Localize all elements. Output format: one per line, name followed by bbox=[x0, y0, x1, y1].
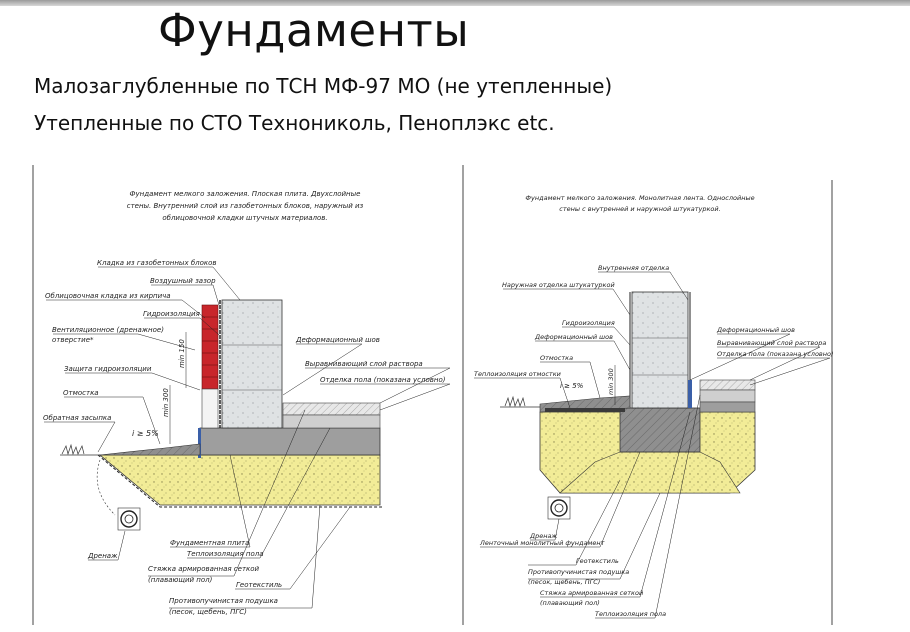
rlbl-waterproof: Гидроизоляция bbox=[562, 319, 615, 327]
right-caption-line1: Фундамент мелкого заложения. Монолитная … bbox=[525, 194, 754, 202]
lbl-cushion-1: Противопучинистая подушка bbox=[169, 597, 278, 605]
left-grass-icon bbox=[61, 443, 85, 456]
rlbl-deformation-joint: Деформационный шов bbox=[534, 333, 613, 341]
right-blind-insulation bbox=[545, 408, 625, 412]
right-floor-slab bbox=[699, 401, 756, 413]
left-caption-line3: облицовочной кладки штучных материалов. bbox=[162, 214, 327, 222]
right-drainage-pipe-icon bbox=[547, 496, 571, 520]
lbl-waterproof: Гидроизоляция bbox=[143, 310, 200, 318]
slide-title: Фундаменты bbox=[158, 4, 470, 57]
rlbl-geotextile: Геотекстиль bbox=[576, 557, 619, 565]
rlbl-floor-finish: Отделка пола (показана условно) bbox=[717, 350, 834, 358]
left-brick-facing bbox=[201, 304, 219, 390]
lbl-waterproof-guard: Защита гидроизоляции bbox=[64, 365, 152, 373]
lbl-geotextile: Геотекстиль bbox=[236, 581, 282, 589]
lbl-floor-finish: Отделка пола (показана условно) bbox=[320, 376, 446, 384]
left-gas-block-wall bbox=[221, 299, 283, 429]
lbl-screed-2: (плавающий пол) bbox=[148, 576, 213, 584]
lbl-air-gap: Воздушный зазор bbox=[150, 277, 216, 285]
left-sand-cushion bbox=[98, 454, 381, 506]
rlbl-cushion-2: (песок, щебень, ПГС) bbox=[528, 578, 600, 586]
rlbl-outer-finish: Наружная отделка штукатуркой bbox=[502, 281, 615, 289]
top-border bbox=[0, 0, 910, 6]
lbl-min150: min 150 bbox=[178, 339, 186, 368]
left-caption-line2: стены. Внутренний слой из газобетонных б… bbox=[127, 202, 364, 210]
left-blind-area bbox=[99, 443, 201, 456]
right-strip-foundation bbox=[619, 407, 701, 453]
lbl-cushion-2: (песок, щебень, ПГС) bbox=[169, 608, 247, 616]
rlbl-min300: min 300 bbox=[607, 368, 615, 395]
left-edge-insulation bbox=[198, 428, 201, 458]
rlbl-leveling-layer: Выравнивающий слой раствора bbox=[717, 339, 826, 347]
rlbl-deformation-joint-r: Деформационный шов bbox=[716, 326, 795, 334]
lbl-vent-1: Вентиляционное (дренажное) bbox=[52, 326, 164, 334]
rlbl-cushion-1: Противопучинистая подушка bbox=[528, 568, 629, 576]
rlbl-blind-insulation: Теплоизоляция отмостки bbox=[474, 370, 561, 378]
right-floor-screed bbox=[699, 379, 756, 391]
lbl-min300: min 300 bbox=[162, 388, 170, 417]
lbl-leveling-layer: Выравнивающий слой раствора bbox=[305, 360, 423, 368]
left-plinth bbox=[201, 388, 219, 429]
rlbl-inner-finish: Внутренняя отделка bbox=[598, 264, 669, 272]
right-edge-insulation bbox=[688, 380, 692, 408]
left-geotextile bbox=[97, 454, 382, 508]
lbl-floor-insulation: Теплоизоляция пола bbox=[187, 550, 264, 558]
lbl-backfill: Обратная засыпка bbox=[43, 414, 111, 422]
lbl-blind-area: Отмостка bbox=[63, 389, 99, 397]
left-floor-screed bbox=[282, 402, 381, 416]
right-floor-insulation bbox=[699, 389, 756, 403]
rlbl-screed-2: (плавающий пол) bbox=[540, 599, 600, 607]
lbl-gas-blocks: Кладка из газобетонных блоков bbox=[97, 259, 217, 267]
lbl-brick-facing: Облицовочная кладка из кирпича bbox=[45, 292, 171, 300]
left-caption-line1: Фундамент мелкого заложения. Плоская пли… bbox=[130, 190, 361, 198]
left-slab bbox=[199, 427, 381, 456]
right-wall bbox=[631, 291, 689, 409]
subtitle-shallow: Малозаглубленные по ТСН МФ-97 МО (не уте… bbox=[34, 74, 613, 98]
rlbl-slope: i ≥ 5% bbox=[560, 382, 584, 390]
left-drawing: Фундамент мелкого заложения. Плоская пли… bbox=[43, 190, 451, 616]
right-drawing: Фундамент мелкого заложения. Монолитная … bbox=[474, 194, 834, 619]
left-drainage-pipe-icon bbox=[117, 507, 141, 531]
lbl-slab: Фундаментная плита bbox=[170, 539, 249, 547]
lbl-vent-2: отверстие* bbox=[52, 336, 94, 344]
rlbl-screed: Стяжка армированная сеткой bbox=[540, 589, 643, 597]
rlbl-strip: Ленточный монолитный фундамент bbox=[479, 539, 605, 547]
rlbl-drainage: Дренаж bbox=[529, 532, 557, 540]
lbl-drainage: Дренаж bbox=[87, 552, 118, 560]
lbl-slope: i ≥ 5% bbox=[132, 429, 159, 438]
lbl-deformation-joint: Деформационный шов bbox=[295, 336, 380, 344]
rlbl-insulation: Теплоизоляция пола bbox=[595, 610, 666, 618]
rlbl-blind-area: Отмостка bbox=[540, 354, 573, 362]
right-caption-line2: стены с внутренней и наружной штукатурко… bbox=[559, 205, 720, 213]
left-floor-insulation bbox=[282, 414, 381, 429]
lbl-screed-1: Стяжка армированная сеткой bbox=[148, 565, 260, 573]
right-grass-icon bbox=[504, 395, 526, 408]
subtitle-insulated: Утепленные по СТО Технониколь, Пеноплэкс… bbox=[34, 111, 555, 135]
